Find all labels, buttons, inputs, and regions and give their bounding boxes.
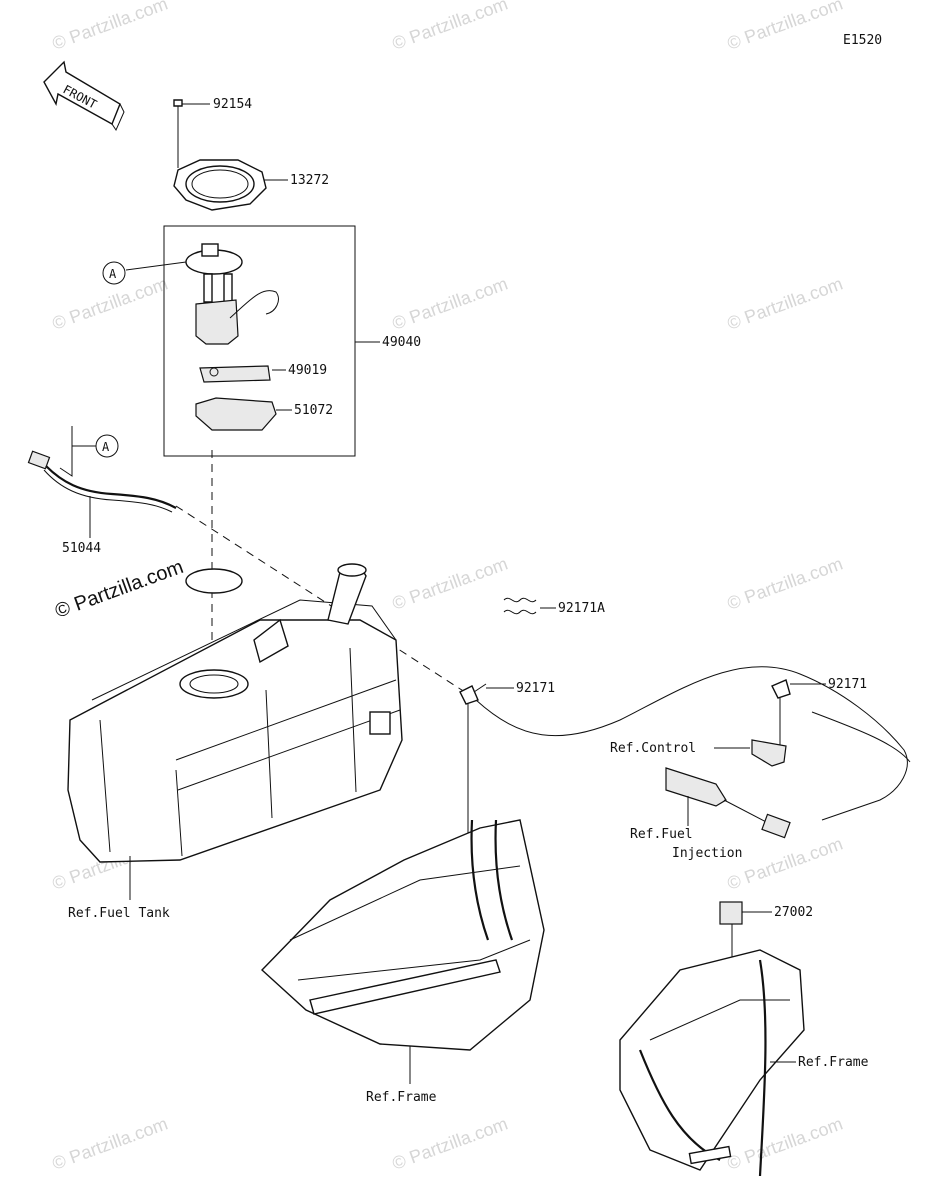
watermark: © Partzilla.com (390, 553, 511, 613)
label-ref-control: Ref.Control (610, 741, 696, 756)
callout-a-upper: A (102, 261, 126, 285)
part-13272-plate: 13272 (173, 159, 329, 211)
watermark: © Partzilla.com (50, 1113, 171, 1173)
watermark: © Partzilla.com (725, 1113, 846, 1173)
label-ref-fuel-tank: Ref.Fuel Tank (68, 906, 170, 921)
watermark-prominent: © Partzilla.com (52, 556, 186, 623)
label-92171-right: 92171 (828, 677, 867, 692)
label-ref-fuel-line1: Ref.Fuel (630, 827, 693, 842)
watermark: © Partzilla.com (50, 0, 171, 54)
label-13272: 13272 (290, 173, 329, 188)
watermark: © Partzilla.com (390, 0, 511, 54)
o-ring (185, 568, 243, 594)
frame-center: Ref.Frame (260, 819, 545, 1105)
part-51044-hose: A 51044 (27, 426, 177, 556)
frame-right: Ref.Frame (619, 949, 869, 1177)
label-27002: 27002 (774, 905, 813, 920)
label-51072: 51072 (294, 403, 333, 418)
label-ref-fuel-line2: Injection (672, 846, 742, 861)
part-92171A-clip: 92171A (503, 597, 605, 616)
diagram-code: E1520 (843, 33, 882, 48)
fuel-tank: Ref.Fuel Tank (67, 563, 403, 921)
watermark: © Partzilla.com (725, 0, 846, 54)
front-arrow: FRONT (43, 60, 125, 132)
watermark: © Partzilla.com (390, 1113, 511, 1173)
ref-control-bracket: Ref.Control (610, 739, 787, 767)
watermark: © Partzilla.com (50, 273, 171, 333)
label-92154: 92154 (213, 97, 252, 112)
label-92171A: 92171A (558, 601, 605, 616)
watermark: © Partzilla.com (725, 833, 846, 893)
label-92171-left: 92171 (516, 681, 555, 696)
watermark: © Partzilla.com (725, 273, 846, 333)
watermark: © Partzilla.com (390, 273, 511, 333)
part-92171-clamp-right: 92171 (771, 677, 867, 746)
part-27002-sensor: 27002 (719, 901, 813, 1000)
callout-letter: A (102, 440, 110, 454)
part-49040-assembly: 49040 49019 51072 (125, 225, 421, 457)
watermark: © Partzilla.com (725, 553, 846, 613)
callout-letter: A (109, 267, 117, 281)
label-ref-frame-center: Ref.Frame (366, 1090, 437, 1105)
label-49040: 49040 (382, 335, 421, 350)
wire-harness-outer (811, 711, 911, 763)
label-51044: 51044 (62, 541, 101, 556)
part-92154-screw: 92154 (173, 97, 252, 168)
label-49019: 49019 (288, 363, 327, 378)
label-ref-frame-right: Ref.Frame (798, 1055, 869, 1070)
assembly-centerline (175, 505, 469, 695)
ref-fuel-injection: Ref.Fuel Injection (630, 767, 791, 861)
